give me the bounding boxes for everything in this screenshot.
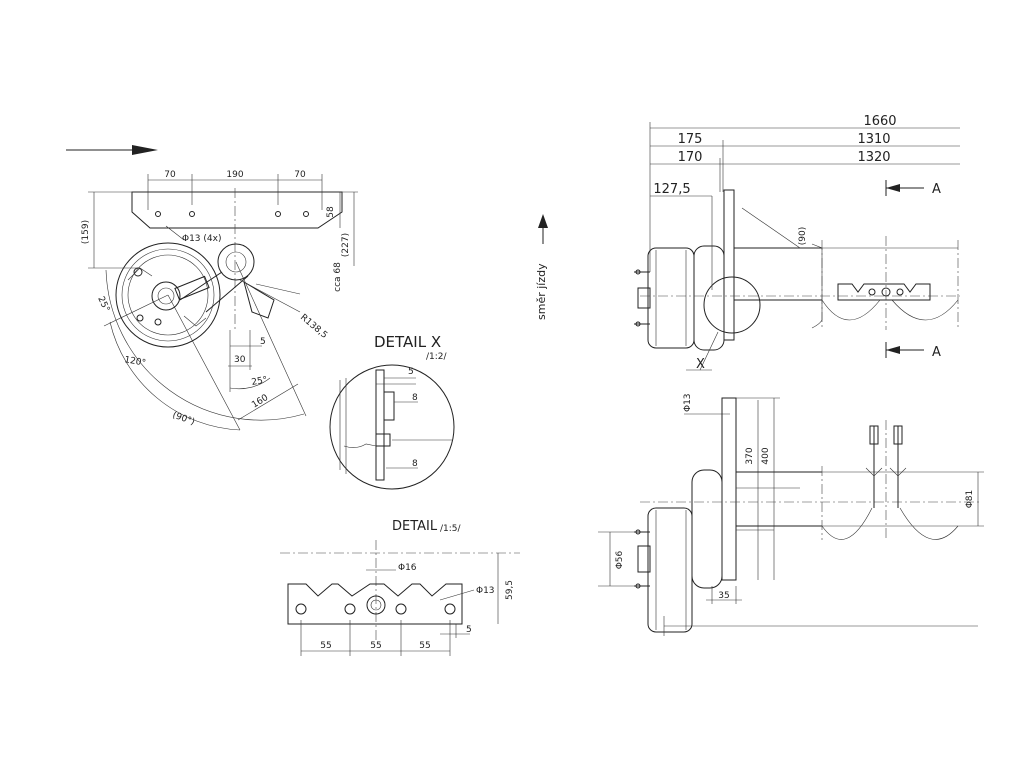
bracket-dim-55-b: 55 bbox=[370, 641, 381, 651]
radius-label: R138,5 bbox=[298, 313, 329, 341]
side-dim-81: Φ81 bbox=[965, 490, 975, 509]
center-bore bbox=[366, 595, 386, 615]
dim-30: 30 bbox=[234, 355, 246, 365]
detail-x-dim-5: 5 bbox=[408, 367, 414, 377]
detail-marker: X bbox=[696, 357, 705, 372]
bracket-dim-16: Φ16 bbox=[398, 563, 417, 573]
detail-title: DETAIL bbox=[392, 519, 438, 534]
front-view: 70 190 70 Φ13 (4x) 58 (227) cca 68 (159) bbox=[66, 145, 358, 431]
dim-190: 190 bbox=[226, 170, 243, 180]
dim-170: 170 bbox=[678, 150, 703, 165]
mount-bracket-top bbox=[723, 189, 735, 341]
hub-drum-side bbox=[647, 507, 693, 633]
detail-scale: /1:5/ bbox=[440, 524, 462, 534]
dim-175: 175 bbox=[678, 132, 703, 147]
section-a-top: A bbox=[932, 182, 941, 197]
dim-cca68: cca 68 bbox=[333, 262, 343, 292]
bracket-dim-595: 59,5 bbox=[505, 580, 515, 600]
dim-70-left: 70 bbox=[164, 170, 176, 180]
dim-5: 5 bbox=[260, 337, 266, 347]
hole-label: Φ13 (4x) bbox=[182, 234, 221, 244]
bracket-dim-55-c: 55 bbox=[419, 641, 430, 651]
side-view: Φ13 370 400 Φ56 bbox=[598, 393, 984, 636]
dim-1660: 1660 bbox=[863, 114, 896, 129]
hub-cap bbox=[637, 287, 651, 309]
dim-1310: 1310 bbox=[857, 132, 890, 147]
travel-direction-arrow bbox=[66, 145, 158, 155]
detail-x: DETAIL X /1:2/ 5 8 8 bbox=[329, 333, 455, 490]
direction-label: směr jízdy bbox=[535, 263, 548, 320]
dim-227: (227) bbox=[341, 233, 351, 257]
angle-90: (90°) bbox=[171, 410, 196, 427]
detail-x-callout bbox=[703, 276, 761, 334]
torsion-tube bbox=[217, 243, 255, 281]
angle-120: 120° bbox=[123, 355, 146, 369]
dim-70-right: 70 bbox=[294, 170, 306, 180]
mounting-plate bbox=[131, 191, 343, 229]
detail-x-circle bbox=[329, 364, 455, 490]
bracket bbox=[243, 280, 275, 319]
bracket-dim-13: Φ13 bbox=[476, 586, 495, 596]
detail-x-dim-8-bottom: 8 bbox=[412, 459, 418, 469]
brake-drum-outer bbox=[115, 242, 221, 348]
dim-58: 58 bbox=[326, 206, 336, 218]
angle-25-left: 25° bbox=[95, 295, 111, 314]
bracket-dim-55-a: 55 bbox=[320, 641, 331, 651]
mount-bracket-side bbox=[721, 397, 737, 581]
side-dim-35: 35 bbox=[718, 591, 729, 601]
side-dim-13: Φ13 bbox=[683, 393, 693, 412]
direction-indicator: směr jízdy bbox=[535, 214, 548, 320]
bracket-dim-5: 5 bbox=[466, 625, 472, 635]
angle-25-bottom: 25° bbox=[251, 375, 268, 388]
dim-160: 160 bbox=[250, 393, 270, 411]
side-dim-56: Φ56 bbox=[615, 550, 625, 569]
center-bracket-top bbox=[837, 283, 931, 301]
side-dim-400: 400 bbox=[761, 447, 771, 464]
side-dim-370: 370 bbox=[745, 447, 755, 464]
top-view: 1660 175 1310 170 1320 127,5 A A (90) X bbox=[634, 114, 960, 372]
dim-159: (159) bbox=[81, 220, 91, 244]
dim-90: (90) bbox=[798, 227, 808, 245]
detail-x-scale: /1:2/ bbox=[426, 352, 448, 362]
detail-bracket: DETAIL /1:5/ Φ16 Φ13 59,5 55 55 55 5 bbox=[280, 519, 520, 656]
detail-x-title: DETAIL X bbox=[374, 333, 441, 351]
detail-x-dim-8-top: 8 bbox=[412, 393, 418, 403]
dim-1320: 1320 bbox=[857, 150, 890, 165]
dim-1275: 127,5 bbox=[653, 182, 690, 197]
section-a-bottom: A bbox=[932, 345, 941, 360]
hub-drum-top bbox=[647, 247, 695, 349]
bracket-plate bbox=[287, 583, 463, 625]
hub bbox=[151, 281, 181, 311]
